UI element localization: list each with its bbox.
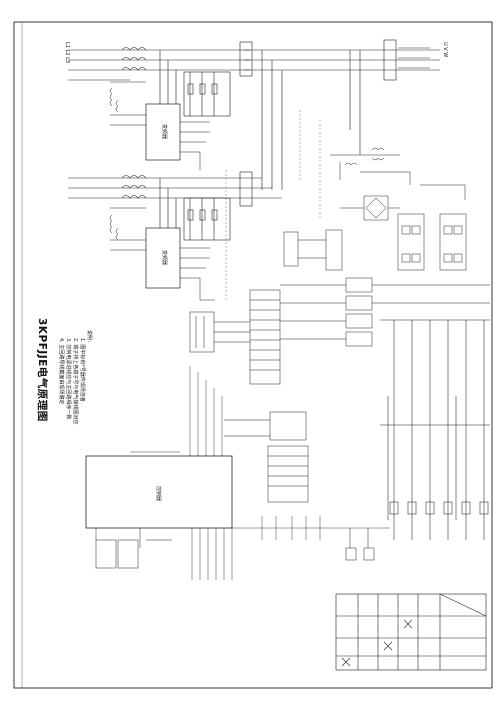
note-1: 1. 图中标有*号器件现场自备 [79,338,85,402]
motor-output-label: U V W [442,42,448,58]
inverter-b-label: 变频器 [161,250,167,266]
signal-isolator [283,229,343,271]
inverter-a-label: 变频器 [161,124,167,140]
sensor-blocks [345,528,375,561]
note-4: 4. 主回路导线截面由现场确定 [58,338,64,405]
relay-module-2 [439,213,467,271]
mains-input-label: L1 L2 L3 [64,42,70,64]
terminal-strip-2 [224,411,309,503]
inverter-a-left-coils [109,81,146,126]
dashed-links [225,110,321,300]
drawing-frame [13,21,493,689]
rectifier-bridge [340,195,400,221]
inverter-b-box [145,227,181,289]
inverter-b-left-coils [109,207,146,251]
control-transformer [330,147,466,200]
inverter-b-io [180,247,215,301]
controller-io-lines [130,366,390,580]
controller-box [85,455,233,529]
main-power-bus-mid [68,171,282,241]
status-table [335,593,487,671]
drawing-title: 3KPFJJE电气原理图 [36,318,48,422]
controller-bottom-ports [95,528,172,569]
inverter-a-io [180,121,210,170]
note-3: 3. 控制电源进线应与主回路相序一致 [65,338,71,420]
relay-module-1 [397,213,425,271]
main-power-bus-top [68,39,440,190]
note-2: 2. 端子排上各端子号与电气接线图对应 [72,338,78,425]
contact-switches [189,311,250,353]
terminal-strip [249,289,281,385]
notes-heading: 说明： [86,330,92,346]
controller-label: 控制器 [155,486,161,502]
relay-ladder [380,319,490,540]
relay-coil-stack [280,277,490,347]
